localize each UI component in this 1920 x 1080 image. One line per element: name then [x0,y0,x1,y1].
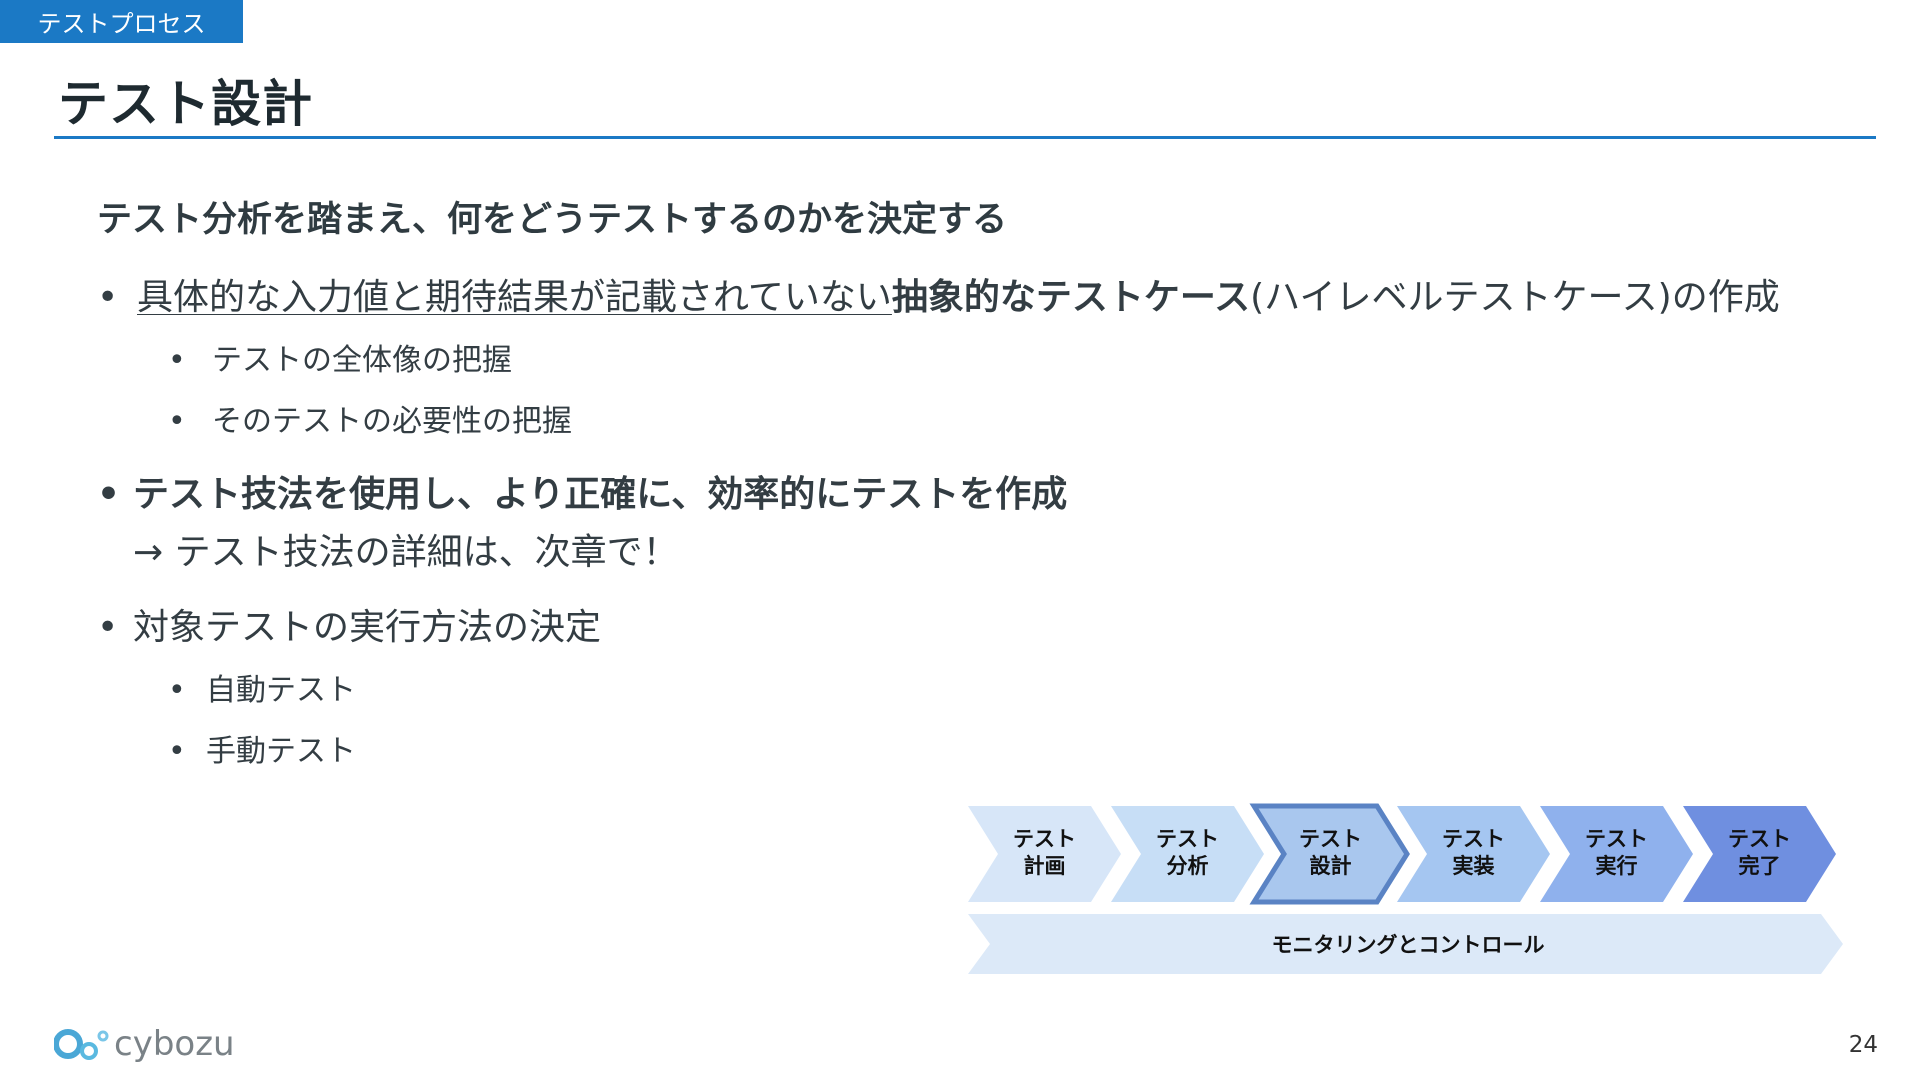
bullet-dot: • [168,404,186,439]
bullet-dot: • [168,343,186,378]
bullet-text: 手動テスト [206,734,356,769]
page-title: テスト設計 [58,75,313,133]
sub-bullet-overview: • テストの全体像の把握 [168,335,512,379]
bullet-test-techniques: • テスト技法を使用し、より正確に、効率的にテストを作成 [97,465,1067,517]
test-process-diagram: テスト計画 テスト分析 テスト設計 テスト実装 テスト実行 テスト完了モニタリングとコント… [968,802,1848,974]
bullet-dot: • [168,673,186,708]
slide-subtitle: テスト分析を踏まえ、何をどうテストするのかを決定する [97,200,1008,240]
bullet-text: そのテストの必要性の把握 [212,404,572,439]
bullet-execution-method: • 対象テストの実行方法の決定 [97,598,601,650]
process-step-chevron [968,806,1121,902]
process-step-label: テスト計画 [1013,827,1076,878]
section-tag: テストプロセス [0,0,243,43]
logo-mark-icon [53,1024,112,1064]
process-chevrons [968,803,1843,974]
process-step-chevron [1683,806,1836,902]
bullet-text: 自動テスト [206,673,356,708]
bullet-dot: • [168,734,186,769]
process-step-chevron [1249,803,1410,905]
bullet-abstract-testcase: • 具体的な入力値と期待結果が記載されていない抽象的なテストケース(ハイレベルテス… [97,268,1780,320]
cybozu-logo: cybozu [53,1024,235,1064]
process-step-label: テスト実装 [1442,827,1505,878]
process-step-label: テスト設計 [1299,827,1362,878]
process-step-label: テスト完了 [1728,827,1791,878]
sub-bullet-necessity: • そのテストの必要性の把握 [168,396,572,440]
sub-bullet-auto: • 自動テスト [168,665,356,709]
page-number: 24 [1848,1032,1878,1058]
process-step-chevron [1540,806,1693,902]
monitoring-label: モニタリングとコントロール [1271,933,1545,957]
bullet-text: テスト技法を使用し、より正確に、効率的にテストを作成 [133,474,1068,515]
title-divider [54,136,1876,139]
bullet-note: → テスト技法の詳細は、次章で！ [133,532,679,573]
bullet-dot: • [97,277,119,318]
underlined-text: 具体的な入力値と期待結果が記載されていない [137,277,892,318]
monitoring-arrow [968,914,1843,974]
bullet-dot: • [97,607,119,648]
bullet-dot: • [97,474,121,515]
bullet-text: (ハイレベルテストケース)の作成 [1250,277,1780,318]
process-step-chevron [1111,806,1264,902]
process-step-label: テスト実行 [1585,827,1648,878]
process-step-label: テスト分析 [1156,827,1219,878]
process-step-chevron [1397,806,1550,902]
sub-bullet-manual: • 手動テスト [168,726,356,770]
bold-text: 抽象的なテストケース [891,277,1251,318]
logo-text: cybozu [114,1024,235,1064]
bullet-text: 対象テストの実行方法の決定 [133,607,602,648]
bullet-text: テストの全体像の把握 [212,343,512,378]
